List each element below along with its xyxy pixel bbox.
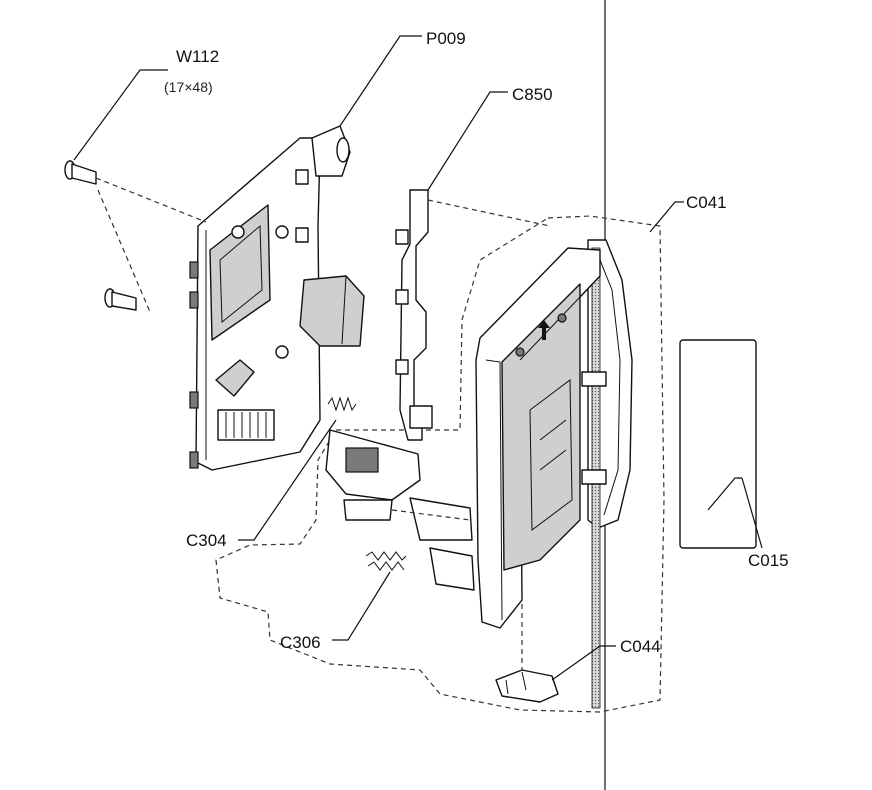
c041-leader-line bbox=[649, 201, 684, 233]
label-c041: C041 bbox=[686, 193, 727, 212]
label-c044: C044 bbox=[620, 637, 661, 656]
c850-leader-line bbox=[427, 91, 508, 191]
w112-leader-line bbox=[73, 69, 168, 161]
screw-w112-upper bbox=[64, 160, 97, 185]
label-w112: W112 bbox=[176, 47, 219, 66]
spring-c304 bbox=[327, 396, 357, 412]
label-c304: C304 bbox=[186, 531, 227, 550]
label-c015: C015 bbox=[748, 551, 789, 570]
label-c850: C850 bbox=[512, 85, 553, 104]
label-p009: P009 bbox=[426, 29, 466, 48]
latch-c044 bbox=[495, 669, 559, 703]
c015-leader-line bbox=[707, 477, 742, 511]
p009-leader-line bbox=[339, 35, 422, 127]
label-w112-size: (17×48) bbox=[164, 79, 213, 95]
spring-c306 bbox=[365, 551, 407, 561]
label-c306: C306 bbox=[280, 633, 321, 652]
c304-leader-line bbox=[238, 419, 337, 541]
c044-leader-line bbox=[551, 645, 616, 681]
bracket-c850 bbox=[399, 189, 429, 441]
label-sticker-c015 bbox=[679, 339, 757, 549]
c306-leader-line bbox=[332, 571, 391, 641]
screw-w112-lower bbox=[104, 288, 137, 311]
